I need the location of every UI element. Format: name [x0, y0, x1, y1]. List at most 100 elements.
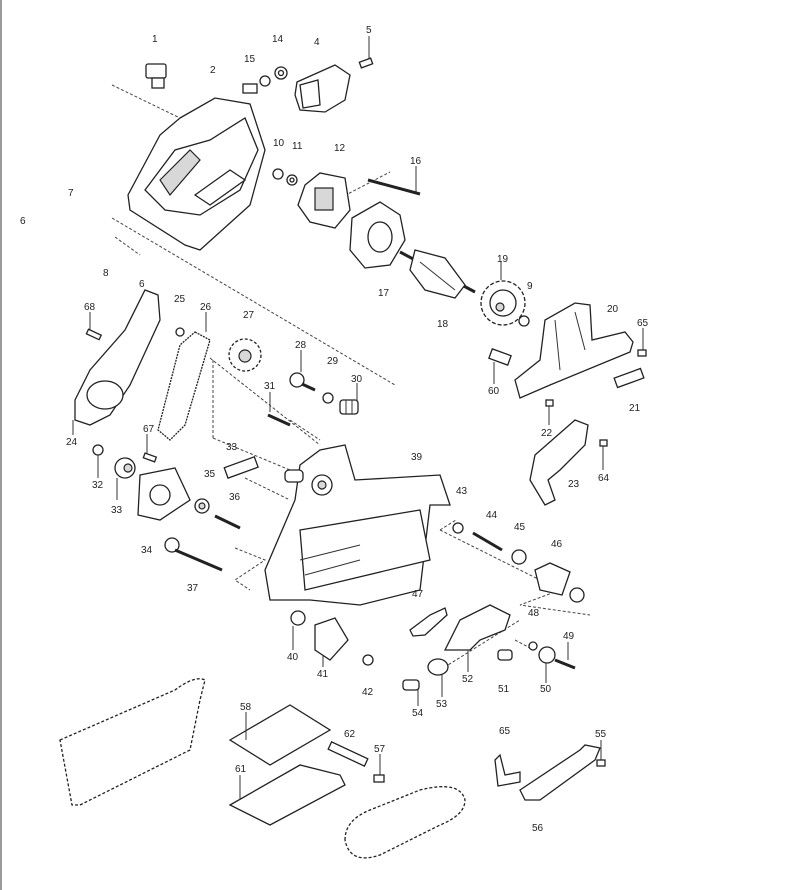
part-ring-43 [452, 522, 464, 534]
part-spring-30 [339, 383, 359, 415]
part-number-label: 47 [412, 589, 424, 600]
part-roller-41 [314, 617, 349, 667]
part-number-label: 45 [514, 522, 526, 533]
part-number-label: 4 [314, 37, 320, 48]
part-screw-57 [373, 754, 385, 783]
part-number-label: 14 [272, 34, 284, 45]
part-number-label: 19 [497, 254, 509, 265]
part-number-label: 65 [499, 726, 511, 737]
part-number-label: 67 [143, 424, 155, 435]
part-bar-62 [327, 741, 369, 767]
part-armature [399, 249, 476, 299]
part-carbon-brush [242, 66, 288, 94]
part-lever-47 [409, 607, 448, 637]
part-bracket-48 [443, 604, 511, 651]
part-number-label: 28 [295, 340, 307, 351]
part-number-label: 6 [139, 279, 145, 290]
guide-lines [111, 84, 591, 671]
part-spring-54 [402, 679, 420, 706]
part-number-label: 30 [351, 374, 363, 385]
part-pin-44 [472, 531, 503, 552]
part-baffle-plate [349, 201, 406, 269]
part-bracket-65 [494, 753, 521, 787]
part-number-label: 46 [551, 539, 563, 550]
part-nut-32 [92, 444, 104, 478]
part-number-label: 53 [436, 699, 448, 710]
part-gear-28 [289, 350, 316, 392]
part-fan [480, 262, 530, 327]
part-number-label: 43 [456, 486, 468, 497]
part-number-label: 40 [287, 652, 299, 663]
part-knob-50 [538, 642, 576, 683]
part-number-label: 37 [187, 583, 199, 594]
part-nut-42 [362, 654, 374, 666]
part-number-label: 33 [226, 442, 238, 453]
part-number-label: 50 [540, 684, 552, 695]
part-number-label: 21 [629, 403, 641, 414]
part-screw [358, 36, 374, 69]
part-number-label: 25 [174, 294, 186, 305]
part-number-label: 49 [563, 631, 575, 642]
part-number-label: 20 [607, 304, 619, 315]
part-drive-belt [157, 312, 211, 441]
part-number-label: 52 [462, 674, 474, 685]
part-side-handle [529, 419, 589, 506]
part-number-label: 32 [92, 480, 104, 491]
part-number-label: 17 [378, 288, 390, 299]
part-sanding-belt [344, 786, 466, 859]
part-number-label: 48 [528, 608, 540, 619]
part-number-label: 6 [20, 216, 26, 227]
part-number-label: 41 [317, 669, 329, 680]
part-dust-bag [59, 678, 206, 806]
part-number-label: 24 [66, 437, 78, 448]
part-number-label: 18 [437, 319, 449, 330]
part-end-cap [294, 64, 351, 113]
part-number-label: 35 [204, 469, 216, 480]
part-name-plate [613, 367, 645, 389]
part-sleeve-53 [427, 658, 449, 697]
part-motor-housing [127, 97, 266, 251]
part-screw-64 [599, 439, 608, 470]
part-number-label: 2 [210, 65, 216, 76]
part-washer [528, 641, 538, 651]
part-number-label: 61 [235, 764, 247, 775]
part-number-label: 36 [229, 492, 241, 503]
part-number-label: 10 [273, 138, 285, 149]
part-bearing-box [137, 467, 191, 521]
part-number-label: 39 [411, 452, 423, 463]
part-bearing [194, 498, 210, 514]
part-spring-51 [497, 649, 513, 661]
part-number-label: 22 [541, 428, 553, 439]
part-number-label: 8 [103, 268, 109, 279]
part-belt-cover [72, 289, 161, 435]
part-screw-55 [596, 740, 606, 767]
part-number-label: 23 [568, 479, 580, 490]
part-number-label: 7 [68, 188, 74, 199]
part-screw-31 [267, 392, 291, 427]
part-number-label: 42 [362, 687, 374, 698]
part-number-label: 27 [243, 310, 255, 321]
part-label-plate [223, 455, 259, 479]
part-number-label: 26 [200, 302, 212, 313]
part-number-label: 62 [344, 729, 356, 740]
part-guide-plate [519, 744, 601, 801]
part-number-label: 68 [84, 302, 96, 313]
part-number-label: 1 [152, 34, 158, 45]
part-shaft [214, 514, 241, 530]
part-screw-67 [142, 434, 158, 463]
part-roller-46 [534, 562, 585, 603]
part-number-label: 34 [141, 545, 153, 556]
part-number-label: 9 [527, 281, 533, 292]
part-clip-60 [488, 348, 512, 384]
part-number-label: 15 [244, 54, 256, 65]
part-nut-25 [175, 327, 185, 337]
part-number-label: 44 [486, 510, 498, 521]
part-number-label: 65 [637, 318, 649, 329]
part-screw-22 [545, 399, 554, 425]
part-small-pulley [114, 457, 136, 500]
part-number-label: 33 [111, 505, 123, 516]
part-screw-65 [637, 328, 647, 357]
part-long-screw [367, 166, 421, 196]
